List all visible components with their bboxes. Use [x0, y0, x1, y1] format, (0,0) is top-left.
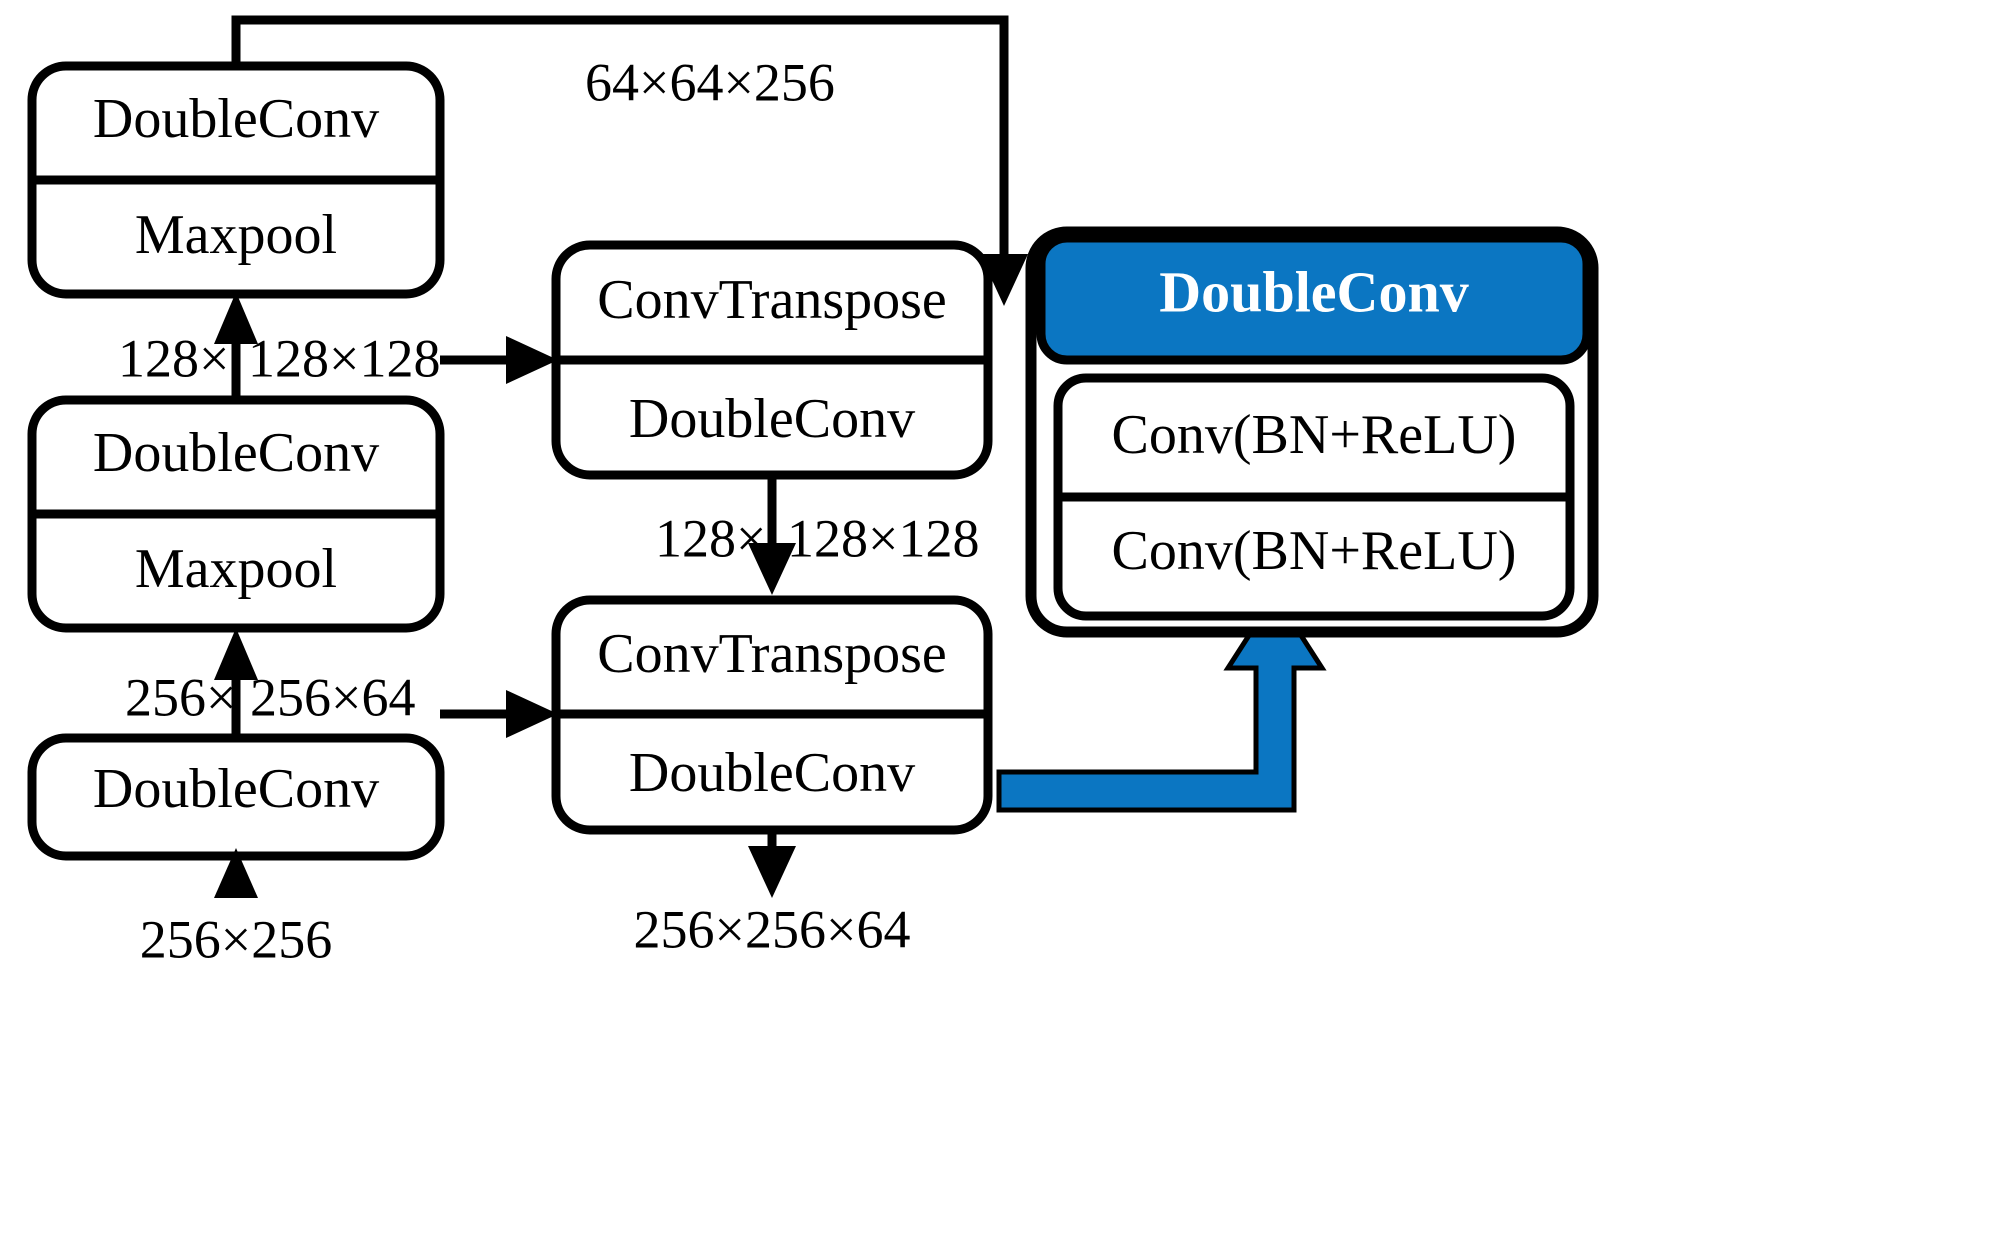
- encoder-top-row-1-label: Maxpool: [135, 204, 337, 266]
- enc-m2t-dim-right: 128×128: [248, 328, 440, 388]
- encoder-top-row-0-label: DoubleConv: [93, 88, 379, 150]
- skip-connection-top: [231, 15, 1028, 306]
- skip-connection-bottom: [440, 690, 558, 738]
- skip-mid-arrowhead: [506, 336, 558, 384]
- skip-top-dim-label: 64×64×256: [585, 52, 835, 112]
- encoder-block-top[interactable]: DoubleConv Maxpool: [27, 61, 445, 299]
- decoder-block-bottom[interactable]: ConvTranspose DoubleConv: [551, 595, 993, 835]
- input-dim-label: 256×256: [140, 909, 332, 969]
- legend-panel[interactable]: DoubleConv Conv(BN+ReLU) Conv(BN+ReLU): [1025, 226, 1599, 638]
- enc-b2m-arrowhead: [214, 628, 258, 680]
- skip-bottom-arrowhead: [506, 690, 558, 738]
- encoder-mid-row-1-label: Maxpool: [135, 538, 337, 600]
- decoder-block-top[interactable]: ConvTranspose DoubleConv: [551, 240, 993, 480]
- legend-row-1-label: Conv(BN+ReLU): [1112, 520, 1517, 582]
- output-arrowhead: [748, 846, 796, 898]
- enc-b2m-dim-right: 256×64: [250, 667, 415, 727]
- dec-t2b-dim-right: 128×128: [787, 508, 979, 568]
- enc-b2m-dim-left: 256×: [125, 667, 236, 727]
- enc-m2t-dim-left: 128×: [118, 328, 229, 388]
- skip-connection-arrowhead: [980, 254, 1028, 306]
- decoder-bottom-row-0-label: ConvTranspose: [597, 623, 947, 685]
- encoder-mid-to-top-arrow: 128× 128×128: [118, 292, 440, 400]
- encoder-mid-row-0-label: DoubleConv: [93, 422, 379, 484]
- output-arrow: 256×256×64: [634, 830, 911, 959]
- legend-header-rect[interactable]: [1036, 233, 1592, 365]
- encoder-block-bottom[interactable]: DoubleConv: [27, 733, 445, 861]
- encoder-bottom-to-mid-arrow: 256× 256×64: [125, 628, 415, 738]
- encoder-block-mid[interactable]: DoubleConv Maxpool: [27, 395, 445, 633]
- decoder-top-row-0-label: ConvTranspose: [597, 269, 947, 331]
- decoder-bottom-row-1-label: DoubleConv: [629, 742, 915, 804]
- enc-m2t-arrowhead: [214, 292, 258, 344]
- legend-header-label: DoubleConv: [1159, 259, 1468, 324]
- input-arrow: 256×256: [140, 848, 332, 969]
- encoder-bottom-row-0-label: DoubleConv: [93, 758, 379, 820]
- input-arrowhead: [214, 848, 258, 898]
- output-dim-label: 256×256×64: [634, 899, 911, 959]
- dec-t2b-arrowhead: [748, 543, 796, 595]
- decoder-top-to-bottom-arrow: 128× 128×128: [655, 475, 979, 595]
- dec-t2b-dim-left: 128×: [655, 508, 766, 568]
- skip-connection-path: [231, 15, 1009, 268]
- legend-row-0-label: Conv(BN+ReLU): [1112, 404, 1517, 466]
- decoder-top-row-1-label: DoubleConv: [629, 388, 915, 450]
- skip-connection-mid: [440, 336, 558, 384]
